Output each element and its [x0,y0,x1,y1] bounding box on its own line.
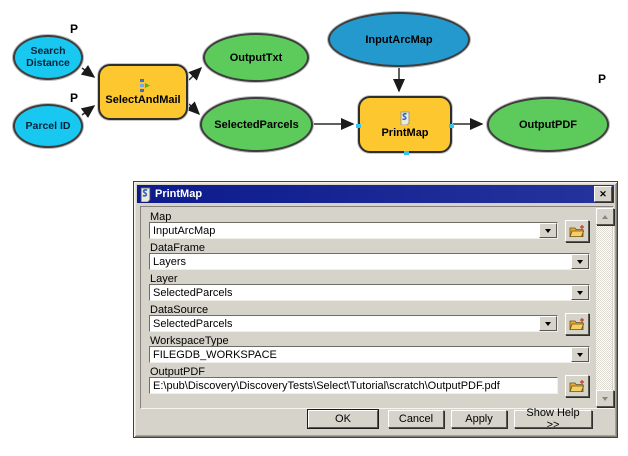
chevron-down-icon [545,228,551,233]
arrow-down-icon [602,396,608,401]
field-label-layer: Layer [150,273,178,285]
ok-button[interactable]: OK [308,410,378,428]
dataframe-combobox[interactable]: Layers [149,253,590,270]
model-diagram: Search Distance P Parcel ID P SelectAndM… [0,0,628,178]
scroll-up-button[interactable] [596,208,614,225]
close-icon[interactable]: ✕ [594,186,612,202]
dropdown-button[interactable] [571,347,589,362]
field-label-map: Map [150,211,172,223]
datasource-combobox[interactable]: SelectedParcels [149,315,558,332]
node-label: SelectAndMail [105,93,181,106]
open-folder-icon [569,224,585,237]
dropdown-button[interactable] [571,254,589,269]
input-value: E:\pub\Discovery\DiscoveryTests\Select\T… [153,379,500,392]
outputpdf-browse-button[interactable] [565,375,589,397]
map-combobox[interactable]: InputArcMap [149,222,558,239]
parameter-panel: Map InputArcMap DataFrame Layers Layer S… [140,206,614,409]
node-output-txt[interactable]: OutputTxt [203,33,309,82]
arrow-up-icon [602,214,608,219]
field-label-workspacetype: WorkspaceType [150,335,229,347]
field-label-dataframe: DataFrame [150,242,206,254]
node-input-arcmap[interactable]: InputArcMap [328,12,470,67]
node-search-distance[interactable]: Search Distance [13,35,83,80]
layer-combobox[interactable]: SelectedParcels [149,284,590,301]
dropdown-button[interactable] [539,223,557,238]
parameter-badge: P [70,91,79,105]
chevron-down-icon [577,290,583,295]
datasource-browse-button[interactable] [565,313,589,335]
scroll-down-button[interactable] [596,390,614,407]
node-select-and-mail[interactable]: SelectAndMail [98,64,188,120]
outputpdf-input[interactable]: E:\pub\Discovery\DiscoveryTests\Select\T… [149,377,558,394]
node-label: Search Distance [26,44,70,69]
combobox-value: InputArcMap [153,224,216,237]
node-label: OutputTxt [229,51,283,64]
node-parcel-id[interactable]: Parcel ID [13,104,83,148]
apply-button[interactable]: Apply [451,410,507,428]
cancel-button[interactable]: Cancel [388,410,444,428]
printmap-dialog: PrintMap ✕ Map InputArcMap DataFrame Lay… [133,181,618,438]
chevron-down-icon [545,321,551,326]
parameter-badge: P [598,72,607,86]
open-folder-icon [569,317,585,330]
field-label-outputpdf: OutputPDF [150,366,206,378]
combobox-value: SelectedParcels [153,317,233,330]
parameter-badge: P [70,22,79,36]
show-help-button[interactable]: Show Help >> [514,407,592,431]
node-label: PrintMap [381,126,429,139]
combobox-value: SelectedParcels [153,286,233,299]
chevron-down-icon [577,352,583,357]
connection-port [404,151,409,155]
dropdown-button[interactable] [571,285,589,300]
field-label-datasource: DataSource [150,304,209,316]
workspacetype-combobox[interactable]: FILEGDB_WORKSPACE [149,346,590,363]
dialog-title: PrintMap [155,188,203,200]
connection-port [356,124,361,128]
node-label: SelectedParcels [214,118,299,131]
vertical-scrollbar[interactable] [596,208,614,407]
dialog-titlebar[interactable]: PrintMap ✕ [137,185,614,203]
map-browse-button[interactable] [565,220,589,242]
connection-port [449,124,454,128]
node-label: Parcel ID [25,120,71,132]
script-tool-icon [140,187,151,202]
open-folder-icon [569,379,585,392]
node-output-pdf[interactable]: OutputPDF [487,97,609,152]
script-tool-icon [400,111,410,125]
chevron-down-icon [577,259,583,264]
node-print-map[interactable]: PrintMap [356,96,454,155]
dropdown-button[interactable] [539,316,557,331]
model-tool-icon [140,78,150,92]
node-label: OutputPDF [518,118,578,131]
node-selected-parcels[interactable]: SelectedParcels [200,97,313,152]
combobox-value: Layers [153,255,187,268]
combobox-value: FILEGDB_WORKSPACE [153,348,277,361]
node-label: InputArcMap [365,33,433,46]
